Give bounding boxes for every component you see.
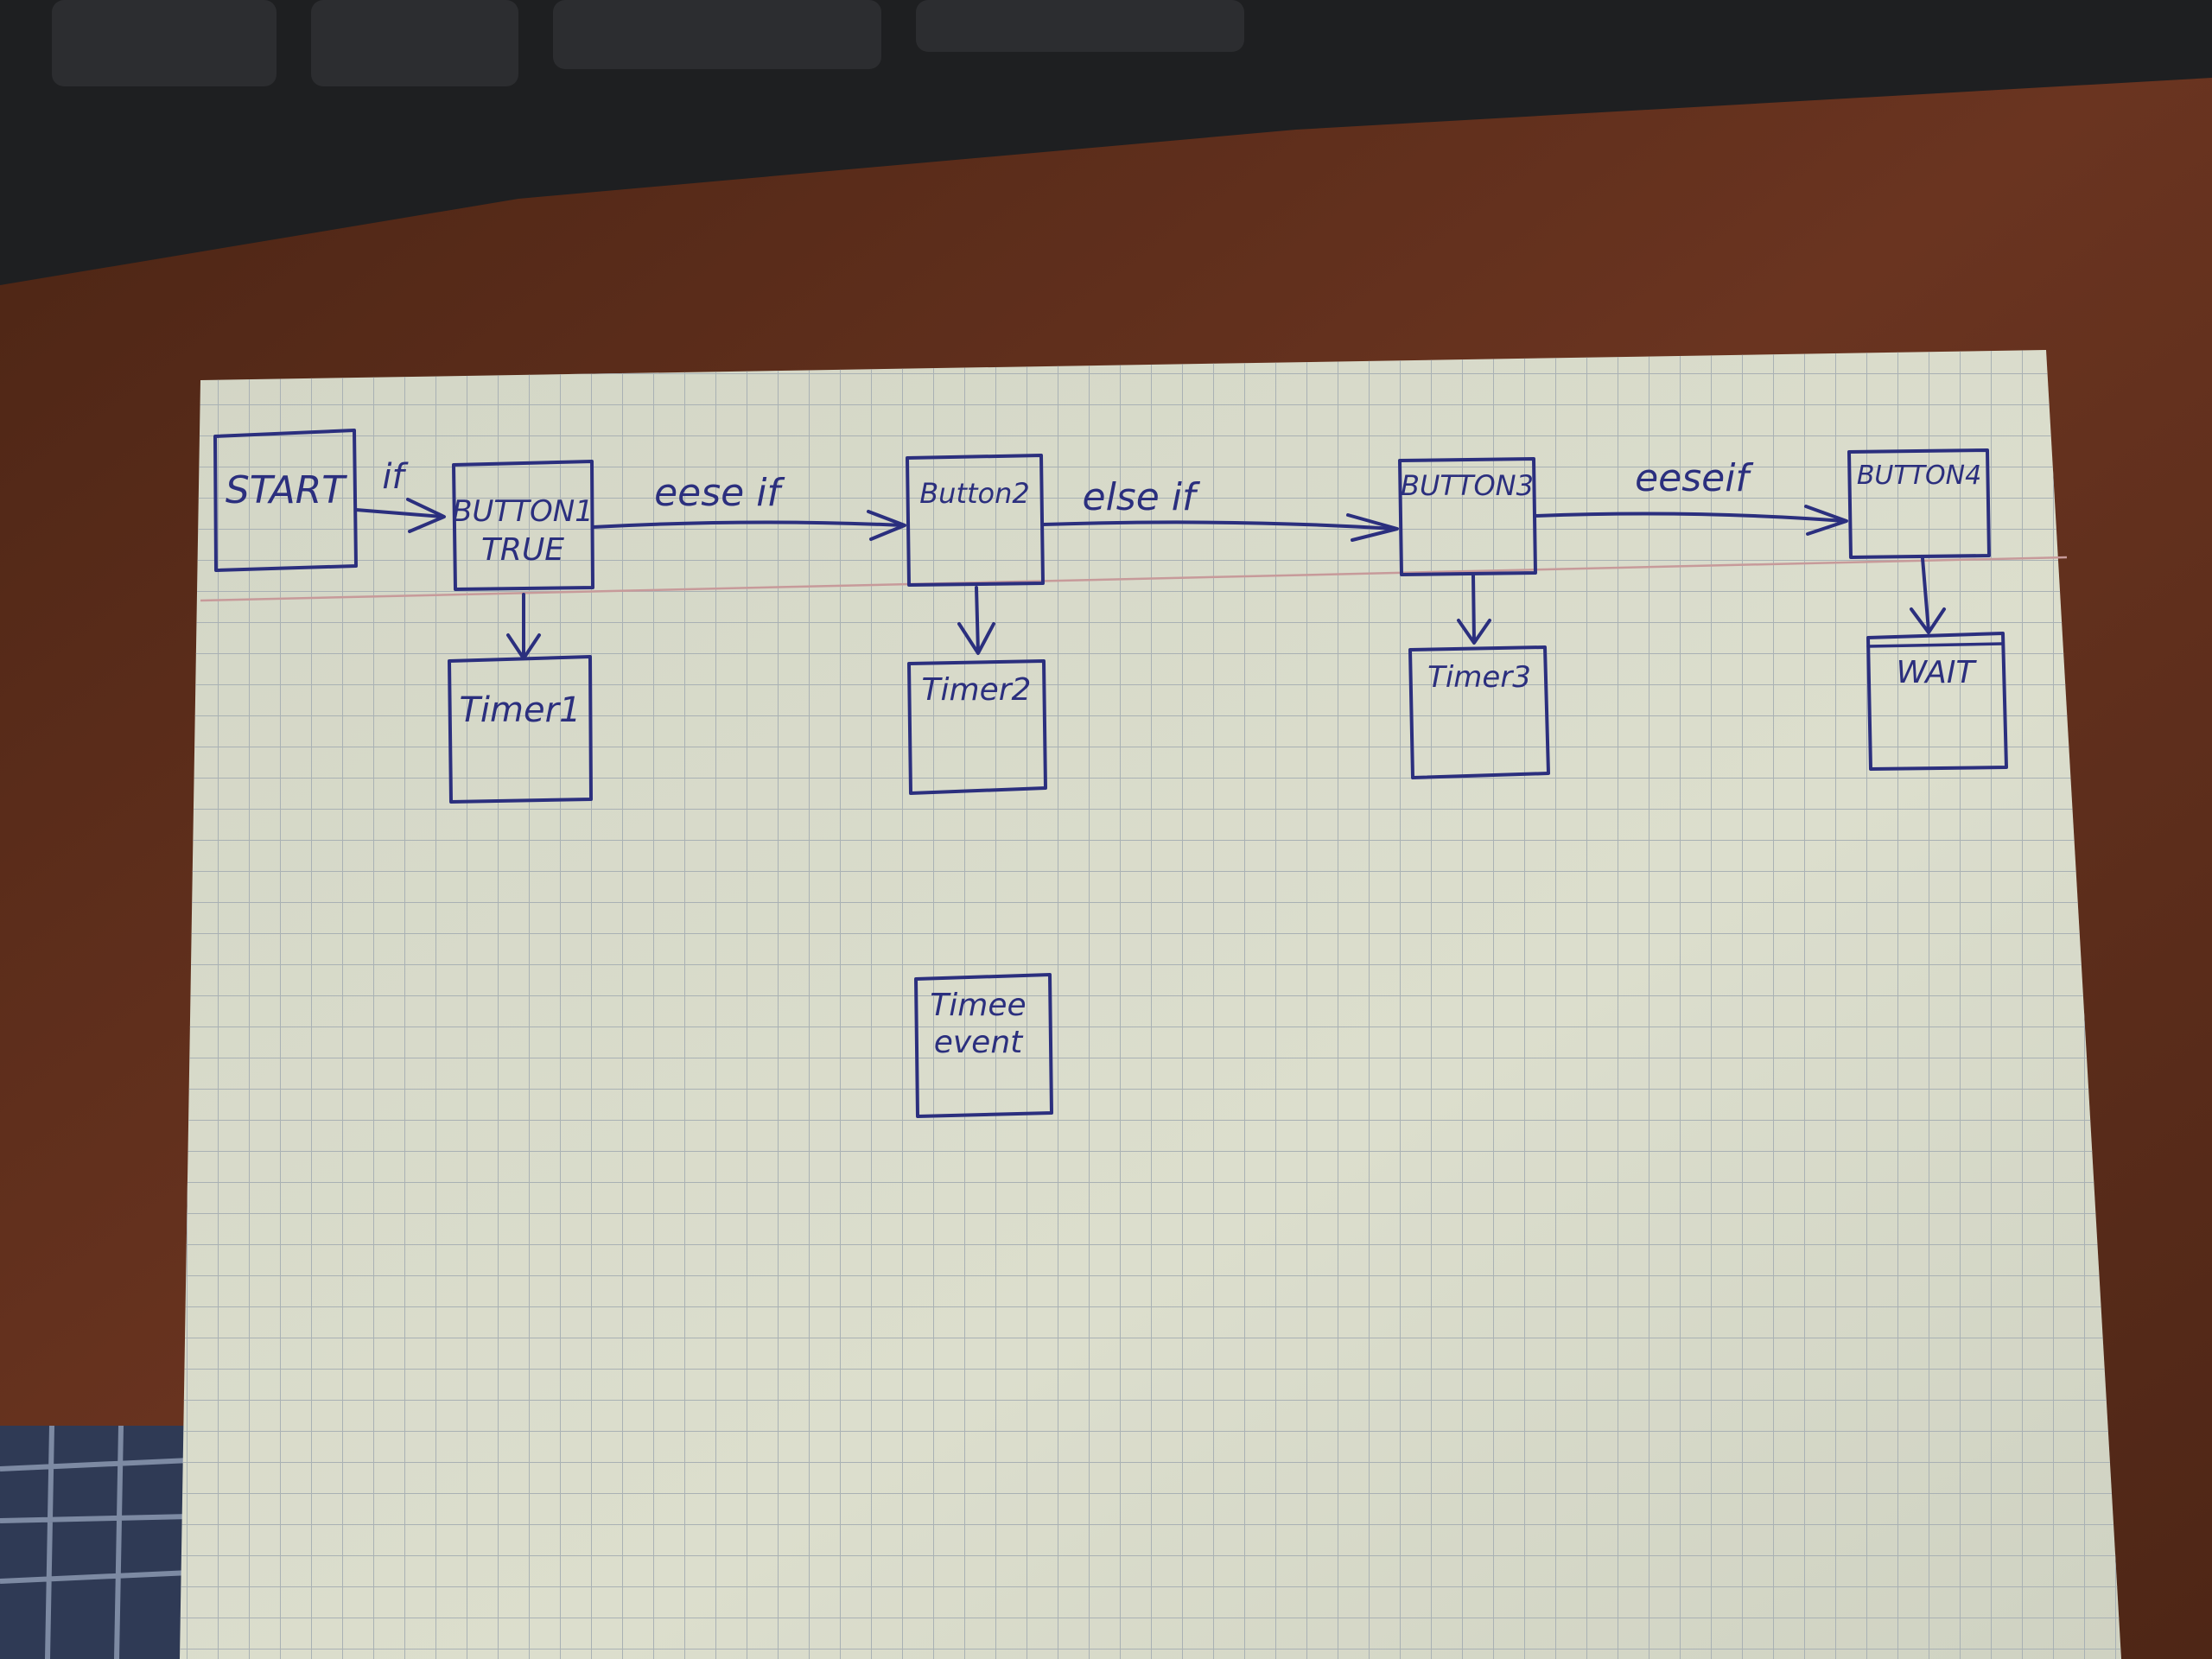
edge-button2-to-button3: else if: [1041, 475, 1399, 542]
node-timer3: Timer3: [1408, 645, 1550, 779]
margin-line: [200, 556, 2068, 602]
node-timer3-label: Timer3: [1427, 660, 1531, 695]
node-start-label: START: [226, 468, 347, 512]
node-timer1-label: Timer1: [459, 690, 581, 730]
edge-button2-to-timer2: [957, 586, 995, 655]
node-timer1: Timer1: [448, 655, 593, 804]
edge-button3-to-button4: eeseif: [1534, 456, 1848, 536]
node-button4: BUTTON4: [1847, 448, 1991, 559]
node-timer-event: Timee event: [914, 973, 1053, 1118]
node-button2-label: Button2: [919, 477, 1030, 510]
edge-button1-to-timer1: [506, 593, 541, 660]
edge-elseif1-label: eese if: [654, 471, 785, 515]
node-wait-label: WAIT: [1896, 655, 1977, 690]
node-button3: BUTTON3: [1398, 457, 1537, 576]
node-button1-label-line2: TRUE: [481, 532, 564, 568]
node-timer2-label: Timer2: [922, 672, 1032, 708]
node-wait: WAIT: [1866, 632, 2008, 771]
edge-elseif2-label: else if: [1083, 475, 1202, 519]
node-timer2: Timer2: [907, 659, 1047, 795]
node-button2: Button2: [906, 454, 1045, 587]
edge-button1-to-button2: eese if: [591, 471, 906, 541]
node-button1: BUTTON1 TRUE: [452, 460, 594, 591]
node-timer-event-label-line1: Timee: [930, 988, 1026, 1023]
keyboard: [0, 0, 2212, 285]
node-start: START: [213, 429, 358, 572]
node-timer-event-label-line2: event: [934, 1025, 1024, 1060]
node-button4-label: BUTTON4: [1857, 461, 1981, 491]
node-button1-label-line1: BUTTON1: [452, 494, 594, 529]
edge-button3-to-timer3: [1457, 574, 1491, 645]
fabric-corner: [0, 1425, 191, 1659]
graph-paper: [180, 350, 2121, 1659]
edge-elseif3-label: eeseif: [1635, 456, 1754, 500]
node-button3-label: BUTTON3: [1401, 469, 1534, 502]
edge-button4-to-wait: [1910, 556, 1946, 634]
